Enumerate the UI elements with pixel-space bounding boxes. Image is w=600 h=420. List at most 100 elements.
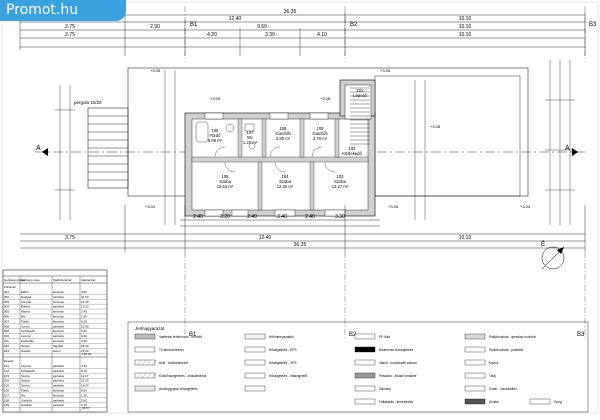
legend-swatch	[354, 372, 376, 379]
table-cell: parketta	[53, 374, 64, 378]
dim-bot-1: 2.40	[193, 214, 203, 220]
table-cell: Kamra	[21, 310, 30, 314]
legend-label: Gurig	[554, 400, 562, 404]
col-header-area: Alapterület	[81, 278, 96, 282]
svg-text:É: É	[541, 241, 545, 248]
table-cell: 105	[4, 384, 9, 388]
dim-top2-4: 10.10	[459, 24, 472, 30]
table-cell: parketta	[53, 369, 64, 373]
table-cell: 008	[4, 324, 9, 328]
legend-swatch	[134, 333, 156, 340]
room-107: 107 Wc 1.20 m²	[243, 130, 258, 145]
room-104-area: 12.30 m²	[277, 184, 294, 189]
level-7: +3.05	[388, 204, 399, 209]
room-103-name: Szoba	[334, 179, 347, 184]
table-cell: Garázs	[21, 349, 31, 353]
level-5: +3.08	[430, 124, 441, 129]
table-cell: parketta	[53, 364, 64, 368]
section-a-left: A	[36, 145, 41, 152]
room-105-num: 105	[222, 174, 230, 179]
legend-swatch	[464, 333, 486, 340]
legend-swatch	[464, 372, 486, 379]
legend-label: Padlóburkolat - gresslap burkolat	[489, 335, 536, 339]
table-cell: 1.80	[81, 315, 87, 319]
table-cell: beton	[53, 349, 61, 353]
table-cell: 5.60	[81, 329, 87, 333]
room-105-name: Szoba	[219, 179, 232, 184]
axis-b2-bottom: B2	[349, 332, 357, 338]
legend-label: Párazáró - lindab rendszer	[379, 374, 417, 378]
legend-label: Bitumenes vízszigetelés	[379, 348, 414, 352]
room-103-num: 103	[337, 174, 345, 179]
table-cell: 12.50	[81, 324, 89, 328]
left-dimension-lines	[55, 70, 176, 225]
table-cell: 8.06	[81, 389, 87, 393]
legend-swatch	[354, 398, 376, 405]
room-108: 108 Gardrób 2.80 m²	[275, 126, 291, 141]
table-cell: 10.40	[81, 300, 89, 304]
legend-label: Kavics	[489, 361, 499, 365]
room-101: 101 Lépcső	[353, 88, 367, 98]
legend-label: Acél - tartószerkezet	[159, 361, 188, 365]
room-109-num: 109	[317, 126, 325, 131]
table-cell: 2.80	[81, 398, 87, 402]
windows	[204, 112, 346, 217]
table-cell: Szoba	[21, 324, 30, 328]
room-107-name: Wc	[247, 135, 253, 140]
level-8: +3.04	[520, 204, 531, 209]
dim-top2-2: 2.90	[150, 24, 160, 30]
legend-hatch	[136, 372, 142, 379]
col-header-floor: Padlóburkolat	[53, 278, 72, 282]
legend-swatch	[244, 359, 266, 366]
legend-hatch	[151, 372, 157, 379]
table-cell: 001	[4, 290, 9, 294]
legend-swatch	[464, 385, 486, 392]
legend-hatch	[136, 359, 142, 366]
table-cell: 003	[4, 300, 9, 304]
legend-label: Vakolt - homlokzati vakolat	[379, 361, 417, 365]
table-cell: 3.70	[81, 403, 87, 407]
table-cell: 4.80	[81, 290, 87, 294]
staircase	[350, 87, 370, 145]
section-upper: Emelet	[4, 359, 14, 363]
dim-bot2-3: 10.10	[459, 235, 472, 241]
table-cell: 009	[4, 329, 9, 333]
right-dimension-lines	[414, 60, 575, 225]
table-cell: 4.30	[81, 364, 87, 368]
table-cell: parketta	[53, 324, 64, 328]
legend-label: Külsőhőszigetelés - zsalukerámia	[159, 374, 207, 378]
table-cell: 1.20	[81, 393, 87, 397]
brand-logo[interactable]: Promot.hu	[0, 0, 126, 21]
legend-label: Hőszigetelés - EPS	[269, 348, 296, 352]
table-cell: 012	[4, 344, 9, 348]
table-cell: 12.30	[81, 379, 89, 383]
room-105: 105 Szoba 12.54 m²	[217, 174, 234, 189]
room-108-area: 2.80 m²	[276, 136, 291, 141]
legend-swatch	[464, 398, 486, 405]
level-2: +3.05	[210, 96, 221, 101]
table-cell: 004	[4, 305, 9, 309]
table-cell: kerámia	[53, 315, 64, 319]
table-cell: 010	[4, 334, 9, 338]
table-cell: Gardrób	[21, 403, 32, 407]
table-cell: Wc	[21, 393, 26, 397]
dim-bot-3: 2.40	[247, 214, 257, 220]
room-109-name: Gardrób	[312, 131, 328, 136]
table-cell: Konyha	[21, 300, 32, 304]
legend-label: Talaj	[489, 374, 496, 378]
table-cell: 109	[4, 403, 9, 407]
legend-swatch	[354, 359, 376, 366]
legend-hatch	[141, 372, 147, 379]
legend-swatch	[464, 359, 486, 366]
axis-b1-top: B1	[190, 22, 198, 28]
table-cell: Szoba	[21, 384, 30, 388]
table-cell: kerámia	[53, 393, 64, 397]
legend-title: Jelmagyarázat	[135, 326, 165, 331]
table-cell: kerámia	[53, 329, 64, 333]
legend-swatch	[464, 346, 486, 353]
total-upper: 65.57	[82, 406, 90, 410]
legend-swatch	[529, 398, 551, 405]
axis-b3-top: B3	[589, 22, 597, 28]
dim-bot2-2: 12.40	[259, 235, 272, 241]
